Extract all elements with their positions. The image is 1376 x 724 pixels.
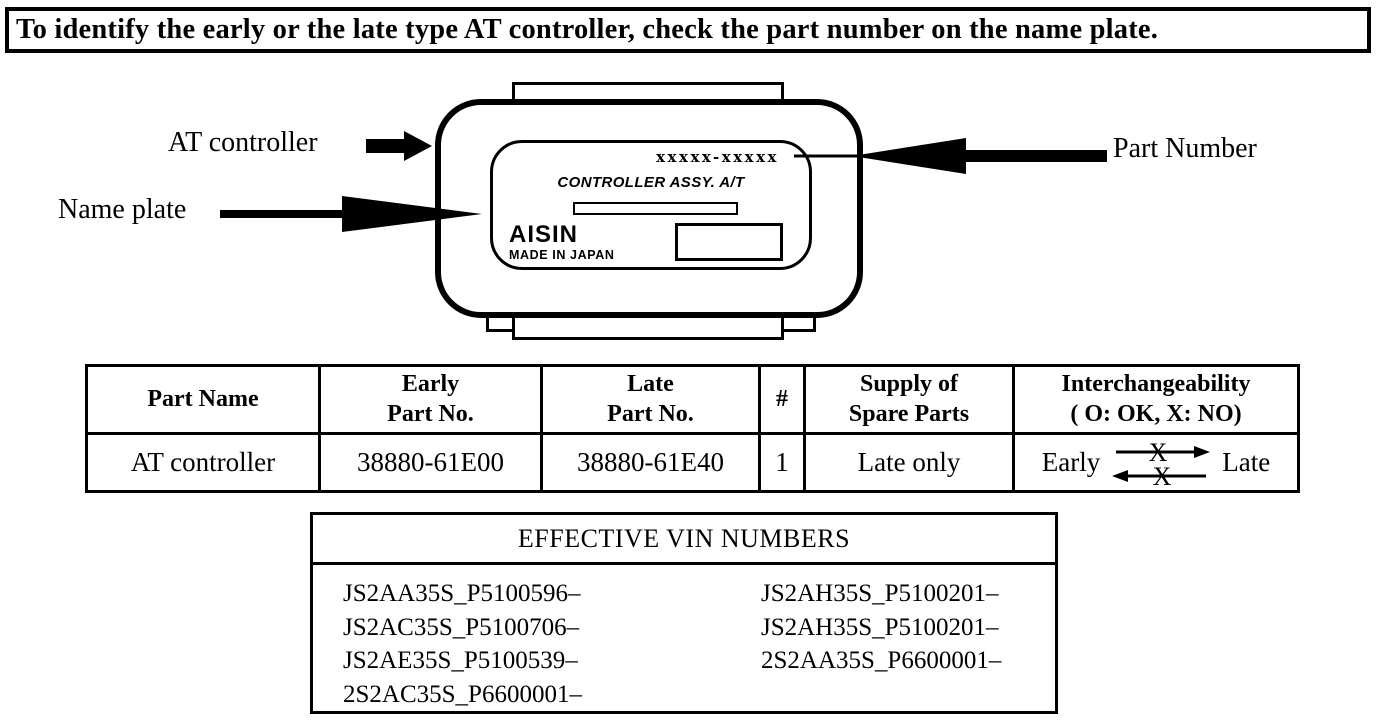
- header-late-part-no: Late Part No.: [540, 364, 761, 435]
- cell-part-name: AT controller: [85, 432, 321, 493]
- banner-text: To identify the early or the late type A…: [16, 14, 1159, 45]
- plate-part-number-text: xxxxx-xxxxx: [656, 148, 779, 166]
- vin-item: 2S2AA35S_P6600001–: [761, 647, 1002, 674]
- vin-item: JS2AE35S_P5100539–: [343, 647, 578, 674]
- vin-box-title: EFFECTIVE VIN NUMBERS: [313, 515, 1055, 565]
- effective-vin-box: EFFECTIVE VIN NUMBERS JS2AA35S_P5100596–…: [310, 512, 1058, 714]
- header-supply: Supply of Spare Parts: [803, 364, 1015, 435]
- cell-interchangeability: Early X X Late: [1012, 432, 1300, 493]
- part-number-arrow-icon: [794, 138, 1107, 174]
- cell-early-part-no: 38880-61E00: [318, 432, 543, 493]
- name-plate: xxxxx-xxxxx CONTROLLER ASSY. A/T AISIN M…: [490, 140, 812, 270]
- vin-item: 2S2AC35S_P6600001–: [343, 680, 582, 708]
- name-plate-arrow-icon: [220, 196, 482, 232]
- cell-qty: 1: [758, 432, 806, 493]
- table-row: AT controller 38880-61E00 38880-61E40 1 …: [85, 432, 1300, 493]
- vin-item: JS2AC35S_P5100706–: [343, 613, 580, 641]
- vin-list-left: JS2AA35S_P5100596– JS2AC35S_P5100706– JS…: [343, 577, 582, 711]
- plate-blank-box: [675, 223, 783, 261]
- vin-list-right: JS2AH35S_P5100201– JS2AH35S_P5100201– 2S…: [761, 577, 1001, 678]
- vin-item: JS2AH35S_P5100201–: [761, 613, 999, 641]
- header-interchangeability: Interchangeability ( O: OK, X: NO): [1012, 364, 1300, 435]
- vin-item: JS2AH35S_P5100201–: [761, 580, 999, 607]
- interchange-x-top: X: [1149, 438, 1168, 467]
- plate-origin-text: MADE IN JAPAN: [509, 248, 615, 262]
- cell-supply: Late only: [803, 432, 1015, 493]
- interchange-early-label: Early: [1041, 447, 1101, 477]
- plate-brand-text: AISIN: [509, 221, 579, 248]
- label-at-controller: AT controller: [168, 127, 318, 158]
- header-part-name: Part Name: [85, 364, 321, 435]
- header-banner: To identify the early or the late type A…: [5, 7, 1371, 53]
- interchange-late-label: Late: [1222, 447, 1271, 477]
- vin-item: JS2AA35S_P5100596–: [343, 580, 581, 607]
- header-number: #: [758, 364, 806, 435]
- label-name-plate: Name plate: [58, 194, 187, 225]
- header-early-part-no: Early Part No.: [318, 364, 543, 435]
- parts-table: Part Name Early Part No. Late Part No. #…: [85, 364, 1300, 493]
- label-part-number: Part Number: [1113, 133, 1257, 164]
- parts-table-header-row: Part Name Early Part No. Late Part No. #…: [85, 364, 1300, 435]
- plate-blank-bar: [573, 202, 738, 215]
- interchange-crossed-arrows-icon: X X: [1112, 438, 1211, 488]
- cell-late-part-no: 38880-61E40: [540, 432, 761, 493]
- interchange-x-bottom: X: [1153, 462, 1172, 488]
- at-controller-arrow-icon: [366, 131, 432, 161]
- plate-title-text: CONTROLLER ASSY. A/T: [557, 174, 745, 191]
